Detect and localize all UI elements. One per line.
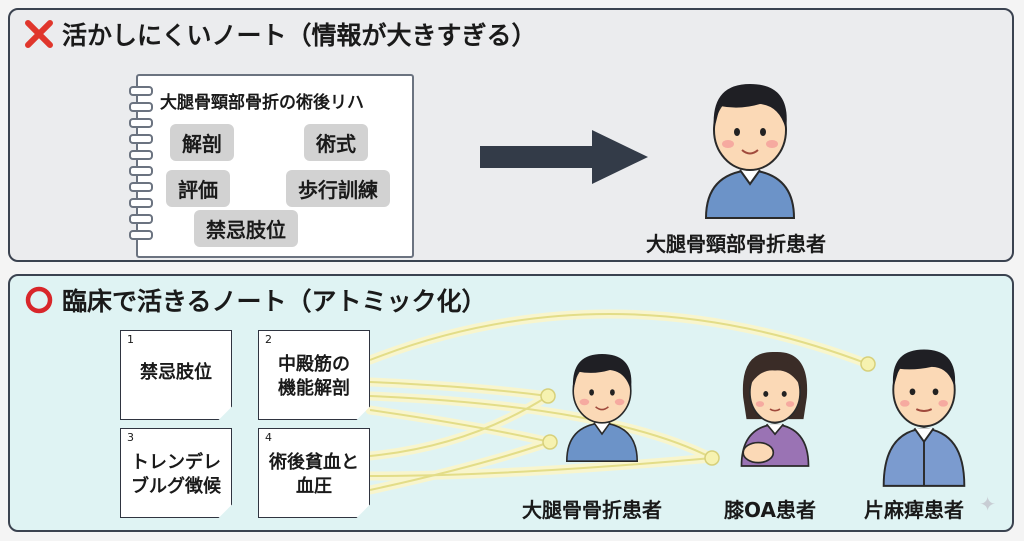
card-text: 中殿筋の 機能解剖	[278, 354, 350, 399]
notebook-ring	[129, 86, 153, 96]
link-node	[542, 434, 558, 450]
good-panel-heading: 臨床で活きるノート（アトミック化）	[24, 282, 487, 318]
card-text: 禁忌肢位	[140, 362, 212, 383]
atomic-note-card: 2 中殿筋の 機能解剖	[258, 330, 370, 420]
notebook-ring	[129, 214, 153, 224]
tag-surgery: 術式	[304, 124, 368, 161]
tag-contraindicated-position: 禁忌肢位	[194, 210, 298, 247]
patient-man-icon	[704, 84, 796, 219]
link-lines	[365, 309, 876, 495]
card-number: 3	[127, 431, 134, 444]
card-text: トレンデレ ブルグ徴候	[131, 452, 221, 497]
notebook-ring	[129, 230, 153, 240]
sparkle-icon: ✦	[979, 492, 996, 516]
patient-man-icon	[565, 354, 639, 462]
link-line	[365, 453, 717, 481]
bad-panel-heading-text: 活かしにくいノート（情報が大きすぎる）	[62, 21, 537, 50]
notebook-ring	[129, 182, 153, 192]
atomic-note-card: 1 禁忌肢位	[120, 330, 232, 420]
patient-woman-icon	[740, 351, 810, 467]
atomic-note-card: 3 トレンデレ ブルグ徴候	[120, 428, 232, 518]
link-node	[860, 356, 876, 372]
patient-label: 片麻痺患者	[864, 498, 964, 522]
notebook-ring	[129, 166, 153, 176]
card-number: 2	[265, 333, 272, 346]
notebook-ring	[129, 118, 153, 128]
patient-label: 大腿骨頸部骨折患者	[646, 232, 826, 256]
bad-notes-panel: 活かしにくいノート（情報が大きすぎる） 大腿骨頸部骨折の術後リハ 解剖 術式 評…	[8, 8, 1014, 262]
circle-icon	[25, 286, 53, 314]
tag-anatomy: 解剖	[170, 124, 234, 161]
notebook-ring	[129, 198, 153, 208]
tag-gait-training: 歩行訓練	[286, 170, 390, 207]
good-notes-panel: 臨床で活きるノート（アトミック化） 1	[8, 274, 1014, 532]
card-number: 1	[127, 333, 134, 346]
card-text: 術後貧血と 血圧	[269, 452, 359, 497]
link-node	[704, 450, 720, 466]
bad-panel-heading: 活かしにくいノート（情報が大きすぎる）	[24, 16, 537, 52]
notebook-ring	[129, 134, 153, 144]
notebook: 大腿骨頸部骨折の術後リハ 解剖 術式 評価 歩行訓練 禁忌肢位	[129, 74, 414, 258]
notebook-title: 大腿骨頸部骨折の術後リハ	[160, 93, 364, 113]
link-node	[540, 388, 556, 404]
tag-evaluation: 評価	[166, 170, 230, 207]
good-panel-heading-text: 臨床で活きるノート（アトミック化）	[62, 287, 487, 316]
patient-label: 膝OA患者	[724, 498, 816, 522]
right-arrow-icon	[480, 130, 648, 184]
notebook-ring	[129, 102, 153, 112]
card-number: 4	[265, 431, 272, 444]
cross-icon	[25, 20, 53, 48]
notebook-ring	[129, 150, 153, 160]
atomic-note-card: 4 術後貧血と 血圧	[258, 428, 370, 518]
patient-label: 大腿骨骨折患者	[522, 498, 662, 522]
patient-older-man-icon	[882, 349, 966, 487]
